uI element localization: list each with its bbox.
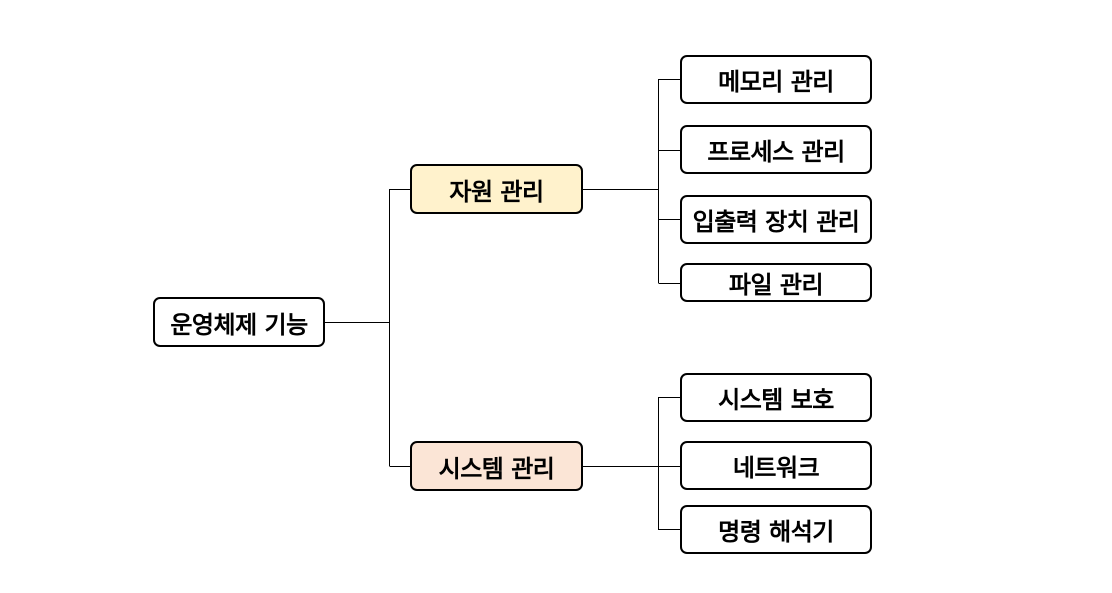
leaf-node-label: 프로세스 관리 <box>707 138 845 166</box>
root-node-os-functions: 운영체제 기능 <box>153 297 325 347</box>
category-node-system-management: 시스템 관리 <box>410 441 583 491</box>
leaf-node-label: 시스템 보호 <box>718 386 834 414</box>
leaf-node-system-protection: 시스템 보호 <box>680 373 872 422</box>
leaf-node-label: 메모리 관리 <box>718 68 834 96</box>
leaf-node-memory-management: 메모리 관리 <box>680 55 872 104</box>
leaf-node-label: 파일 관리 <box>728 271 824 299</box>
root-node-label: 운영체제 기능 <box>170 310 308 339</box>
category-node-label: 자원 관리 <box>449 177 544 206</box>
leaf-node-file-management: 파일 관리 <box>680 263 872 302</box>
category-node-resource-management: 자원 관리 <box>410 164 583 214</box>
leaf-node-label: 네트워크 <box>732 454 820 482</box>
leaf-node-process-management: 프로세스 관리 <box>680 125 872 174</box>
leaf-node-label: 입출력 장치 관리 <box>692 208 860 236</box>
category-node-label: 시스템 관리 <box>438 454 555 483</box>
leaf-node-label: 명령 해석기 <box>718 518 834 546</box>
leaf-node-network: 네트워크 <box>680 441 872 490</box>
leaf-node-command-interpreter: 명령 해석기 <box>680 505 872 554</box>
leaf-node-io-device-management: 입출력 장치 관리 <box>680 195 872 244</box>
